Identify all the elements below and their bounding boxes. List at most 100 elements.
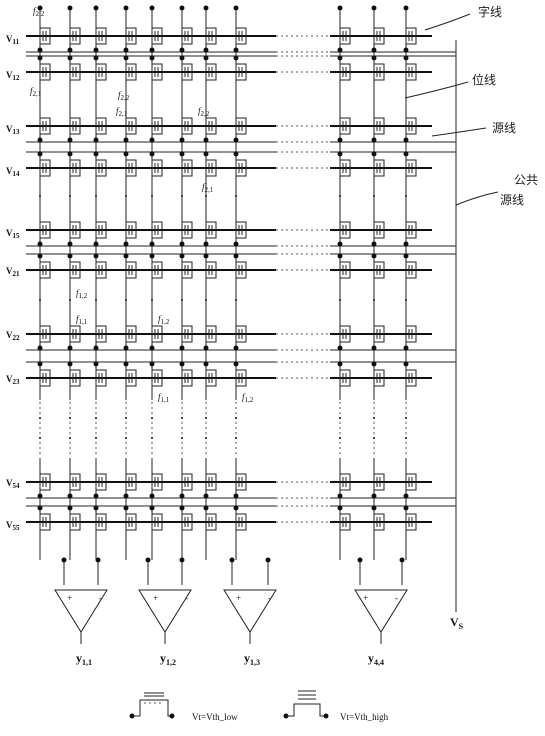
cell-channel (406, 325, 417, 343)
cell-channel (70, 261, 81, 279)
cell-channel (374, 325, 385, 343)
weight-labels: f2,2 f2,1 f2,2 f2,1 f2,2 f2,1 f1,2 f1,1 … (30, 6, 254, 404)
memory-cell (179, 253, 193, 279)
memory-cell (203, 253, 217, 279)
memory-cell (67, 361, 81, 387)
continuation-dot (339, 437, 341, 439)
word-line-leader (424, 13, 471, 31)
vs-label: VS (450, 615, 464, 631)
comparator-minus-sign: - (395, 593, 398, 603)
memory-cell (203, 27, 217, 53)
memory-cell (123, 117, 137, 143)
memory-cell (67, 151, 81, 177)
memory-cell (403, 361, 417, 387)
cell-channel (126, 117, 137, 135)
bit-line-terminal (337, 5, 343, 11)
weight-label: f1,2 (242, 392, 254, 404)
continuation-dot (69, 299, 71, 301)
continuation-dot (39, 437, 41, 439)
cell-junction (203, 137, 209, 143)
cell-channel (152, 473, 163, 491)
continuation-dot (405, 417, 407, 419)
cell-channel (406, 117, 417, 135)
cell-channel (206, 63, 217, 81)
cell-channel (340, 221, 351, 239)
cell-junction (403, 151, 409, 157)
cell-channel (40, 117, 51, 135)
cell-junction (403, 253, 409, 259)
cell-channel (126, 369, 137, 387)
continuation-dot (69, 195, 71, 197)
cell-channel (70, 117, 81, 135)
comparator-input-node (265, 557, 271, 563)
memory-cell (93, 253, 107, 279)
cell-channel (406, 473, 417, 491)
cell-channel (340, 63, 351, 81)
cell-junction (123, 47, 129, 53)
cell-channel (96, 159, 107, 177)
memory-cell (403, 505, 417, 531)
continuation-dot (39, 299, 41, 301)
memory-cell (149, 361, 163, 387)
cell-junction (233, 253, 239, 259)
comparator-minus-sign: - (268, 593, 271, 603)
memory-cell (203, 117, 217, 143)
cell-channel (126, 473, 137, 491)
comparator-plus-sign: + (363, 593, 368, 603)
cell-channel (182, 117, 193, 135)
cell-channel (406, 221, 417, 239)
continuation-dot (235, 195, 237, 197)
bit-line-terminal (93, 5, 99, 11)
cell-channel (340, 473, 351, 491)
memory-cell (149, 151, 163, 177)
cell-junction (371, 253, 377, 259)
memory-cell (123, 151, 137, 177)
cell-channel (374, 513, 385, 531)
cell-channel (340, 117, 351, 135)
cell-channel (206, 513, 217, 531)
cell-junction (403, 47, 409, 53)
memory-cell (371, 117, 385, 143)
memory-cell (203, 221, 217, 247)
row-label-v15: V15 (6, 228, 20, 240)
cell-channel (40, 513, 51, 531)
cell-junction (93, 241, 99, 247)
cell-junction (67, 241, 73, 247)
cell-channel (152, 325, 163, 343)
continuation-dot (373, 417, 375, 419)
continuation-dot (339, 299, 341, 301)
cell-junction (37, 253, 43, 259)
cell-channel (70, 325, 81, 343)
comparator-input-node (229, 557, 235, 563)
cell-junction (67, 345, 73, 351)
memory-cell (337, 117, 351, 143)
memory-cell (37, 325, 51, 351)
common-source-label-2: 源线 (500, 193, 524, 207)
memory-cell (203, 473, 217, 499)
cell-junction (67, 137, 73, 143)
memory-cell (93, 361, 107, 387)
memory-cell (337, 253, 351, 279)
cell-channel (206, 27, 217, 45)
cell-junction (67, 47, 73, 53)
memory-cell (123, 505, 137, 531)
cell-channel (374, 261, 385, 279)
bit-line-terminal (403, 5, 409, 11)
cell-junction (93, 493, 99, 499)
continuation-dot (95, 437, 97, 439)
continuation-dot (205, 417, 207, 419)
continuation-dot (405, 299, 407, 301)
cell-junction (233, 345, 239, 351)
continuation-dot (405, 195, 407, 197)
row-label-v23: V23 (6, 374, 20, 386)
continuation-dot (205, 437, 207, 439)
cell-junction (123, 55, 129, 61)
continuation-dot (95, 195, 97, 197)
row-label-v55: V55 (6, 520, 20, 532)
memory-cell (37, 253, 51, 279)
memory-cell (371, 55, 385, 81)
comparator-minus-sign: - (99, 593, 102, 603)
cell-channel (70, 221, 81, 239)
cell-junction (203, 361, 209, 367)
row-label-v14: V14 (6, 166, 20, 178)
